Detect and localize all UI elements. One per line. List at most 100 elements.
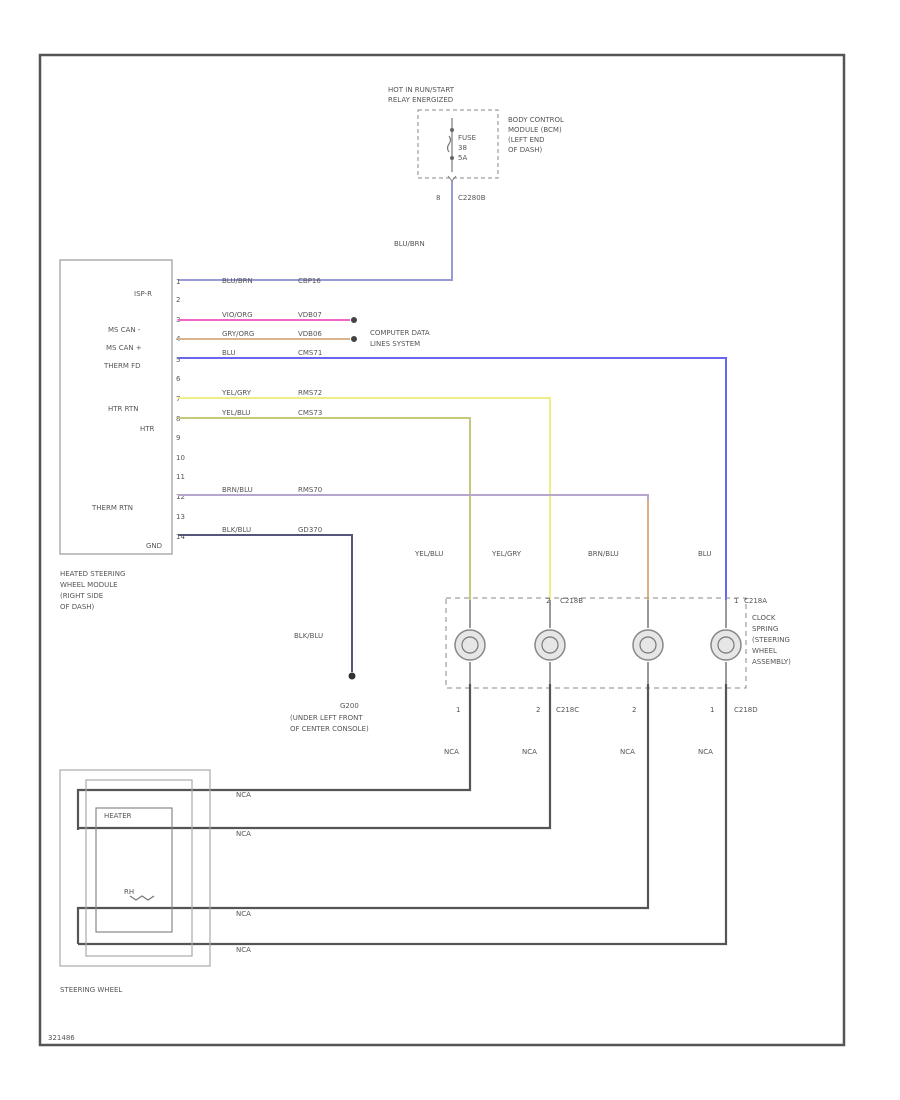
pin-6: 6 bbox=[176, 375, 181, 383]
bcm-label-1: BODY CONTROL bbox=[508, 116, 564, 124]
cds-label-2: LINES SYSTEM bbox=[370, 340, 420, 348]
wire-color-pin4: GRY/ORG bbox=[222, 330, 254, 338]
bcm-label-4: OF DASH) bbox=[508, 146, 543, 154]
clock-spring-box bbox=[445, 597, 747, 689]
wire-nca-2 bbox=[78, 684, 552, 830]
pin-2: 2 bbox=[176, 296, 180, 304]
module-label-htr-rtn: HTR RTN bbox=[108, 405, 139, 413]
module-label-htr: HTR bbox=[140, 425, 155, 433]
sw-wire-label-1: NCA bbox=[236, 791, 251, 799]
module-label-ms-can-plus: MS CAN + bbox=[106, 344, 142, 352]
power-header-1: HOT IN RUN/START bbox=[388, 86, 455, 94]
wire-color-pin5: BLU bbox=[222, 349, 235, 357]
cs-upper-connector-b: C218B bbox=[560, 597, 583, 605]
splice-ms-can-minus bbox=[351, 317, 357, 323]
cs-lower-pin-2: 2 bbox=[536, 706, 540, 714]
cs-lower-pin-4: 1 bbox=[710, 706, 714, 714]
pin-5: 5 bbox=[176, 356, 180, 364]
clock-spring-coil-2 bbox=[534, 600, 566, 684]
pin-13: 13 bbox=[176, 513, 185, 521]
diagram-frame bbox=[38, 53, 846, 1047]
heater-element-box bbox=[95, 807, 173, 933]
cs-lower-connector-1: C218C bbox=[556, 706, 579, 714]
pin-1: 1 bbox=[176, 278, 180, 286]
cs-lower-color-2: NCA bbox=[522, 748, 537, 756]
module-label-ms-can-minus: MS CAN - bbox=[108, 326, 141, 334]
sw-wire-label-3: NCA bbox=[236, 910, 251, 918]
module-name-4: OF DASH) bbox=[60, 603, 95, 611]
cs-lower-pin-1: 1 bbox=[456, 706, 460, 714]
wire-drop-label: BLU/BRN bbox=[394, 240, 425, 248]
wire-circuit-pin1: CBP16 bbox=[298, 277, 321, 285]
wire-circuit-pin4: VDB06 bbox=[298, 330, 322, 338]
wire-therm-rtn bbox=[178, 494, 649, 600]
cs-name-5: ASSEMBLY) bbox=[752, 658, 791, 666]
pin-14: 14 bbox=[176, 533, 185, 541]
wire-color-pin8: YEL/BLU bbox=[221, 409, 250, 417]
cs-lower-connector-2: C218D bbox=[734, 706, 758, 714]
pin-12: 12 bbox=[176, 493, 185, 501]
cs-wire-color-4: BLU bbox=[698, 550, 711, 558]
module-name-2: WHEEL MODULE bbox=[60, 581, 118, 589]
power-header-2: RELAY ENERGIZED bbox=[388, 96, 453, 104]
module-name-3: (RIGHT SIDE bbox=[60, 592, 103, 600]
splice-ms-can-plus bbox=[351, 336, 357, 342]
heater-sensor-label: RH bbox=[124, 888, 134, 896]
cs-lower-color-3: NCA bbox=[620, 748, 635, 756]
cs-wire-color-2: YEL/GRY bbox=[491, 550, 522, 558]
module-label-gnd: GND bbox=[146, 542, 162, 550]
cs-name-3: (STEERING bbox=[752, 636, 790, 644]
wire-circuit-pin5: CMS71 bbox=[298, 349, 322, 357]
wire-therm-fd bbox=[178, 357, 727, 600]
pin-10: 10 bbox=[176, 454, 185, 462]
bcm-label-2: MODULE (BCM) bbox=[508, 126, 562, 134]
cds-label-1: COMPUTER DATA bbox=[370, 329, 430, 337]
clock-spring-coil-4 bbox=[710, 600, 742, 684]
cs-wire-color-1: YEL/BLU bbox=[414, 550, 443, 558]
module-label-therm-fd: THERM FD bbox=[103, 362, 141, 370]
wire-circuit-pin14: GD370 bbox=[298, 526, 322, 534]
wire-circuit-pin3: VDB07 bbox=[298, 311, 322, 319]
figure-id: 321486 bbox=[48, 1034, 75, 1042]
wire-isp-r bbox=[178, 181, 453, 281]
sw-wire-label-4: NCA bbox=[236, 946, 251, 954]
cs-lower-color-1: NCA bbox=[444, 748, 459, 756]
fuse-rating: 5A bbox=[458, 154, 467, 162]
cs-lower-pin-3: 2 bbox=[632, 706, 636, 714]
steering-wheel-box bbox=[59, 769, 211, 967]
wire-color-pin7: YEL/GRY bbox=[221, 389, 252, 397]
wire-htr-rtn bbox=[178, 397, 551, 600]
wire-nca-4 bbox=[78, 684, 728, 946]
cs-wire-color-3: BRN/BLU bbox=[588, 550, 619, 558]
sw-wire-label-2: NCA bbox=[236, 830, 251, 838]
bcm-label-3: (LEFT END bbox=[508, 136, 545, 144]
hsw-module-box bbox=[59, 259, 173, 555]
wire-color-pin14: BLK/BLU bbox=[222, 526, 251, 534]
ground-wire-label: BLK/BLU bbox=[294, 632, 323, 640]
ground-location-2: OF CENTER CONSOLE) bbox=[290, 725, 369, 733]
bcm-box bbox=[417, 109, 499, 179]
fuse-label: FUSE bbox=[458, 134, 476, 142]
ground-location-1: (UNDER LEFT FRONT bbox=[290, 714, 363, 722]
wire-color-pin1: BLU/BRN bbox=[222, 277, 253, 285]
cs-upper-pin-b: 2 bbox=[546, 597, 550, 605]
fuse-terminal-top bbox=[450, 128, 454, 132]
wire-gnd bbox=[178, 534, 353, 672]
fuse-number: 38 bbox=[458, 144, 467, 152]
module-label-isp-r: ISP-R bbox=[134, 290, 152, 298]
module-label-therm-rtn: THERM RTN bbox=[91, 504, 133, 512]
heater-label: HEATER bbox=[104, 812, 132, 820]
fuse-terminal-bottom bbox=[450, 156, 454, 160]
pin-11: 11 bbox=[176, 473, 185, 481]
steering-wheel-inner-box bbox=[85, 779, 193, 957]
heater-sensor-icon bbox=[129, 895, 155, 901]
clock-spring-coil-1 bbox=[454, 600, 486, 684]
cs-lower-color-4: NCA bbox=[698, 748, 713, 756]
wire-color-pin12: BRN/BLU bbox=[222, 486, 253, 494]
pin-9: 9 bbox=[176, 434, 180, 442]
wire-circuit-pin7: RMS72 bbox=[298, 389, 322, 397]
ground-symbol-icon bbox=[348, 672, 356, 680]
cs-name-2: SPRING bbox=[752, 625, 778, 633]
wire-htr bbox=[178, 417, 471, 600]
